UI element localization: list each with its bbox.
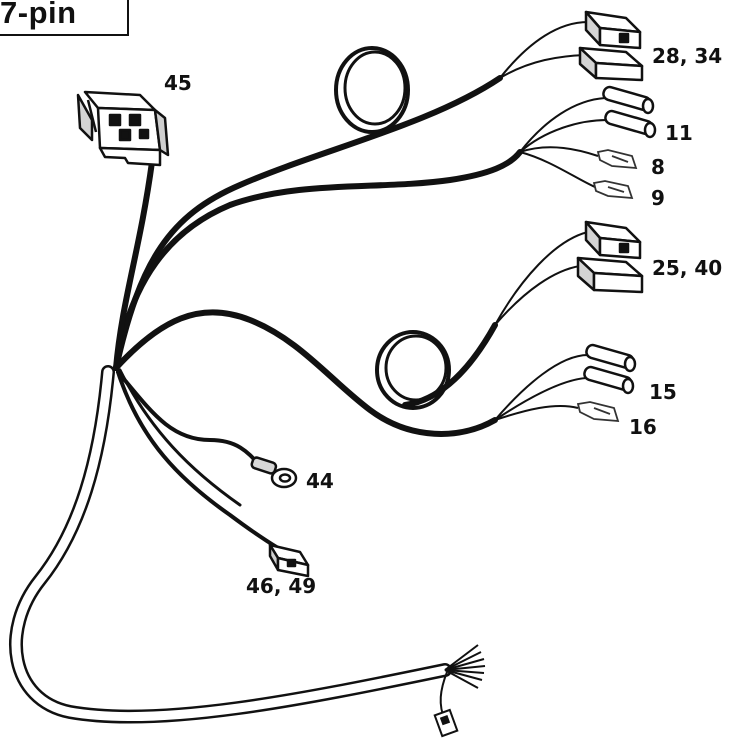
spade-terminal-8 (596, 149, 638, 170)
cable-end-plug (433, 708, 459, 738)
wire-branch-second (113, 149, 523, 371)
wire-coil-top (334, 46, 410, 134)
plug-46-49 (268, 543, 310, 578)
fuse-holders-15 (583, 343, 637, 395)
wire-to-plug (116, 370, 280, 550)
main-wires (113, 46, 523, 550)
title-box: 7-pin (0, 0, 129, 36)
label-9: 9 (651, 186, 665, 210)
label-46-49: 46, 49 (246, 574, 316, 598)
connector-25-40 (576, 220, 644, 294)
label-28-34: 28, 34 (652, 44, 722, 68)
wire-to-ring (116, 370, 264, 470)
sheathed-cable (9, 365, 452, 724)
wire-to-plug-2 (118, 368, 242, 507)
label-45: 45 (164, 71, 192, 95)
wire-branch-third (113, 309, 498, 437)
label-44: 44 (306, 469, 334, 493)
wire-to-relay (113, 159, 155, 371)
diagram-title: 7-pin (0, 0, 77, 30)
label-11: 11 (665, 121, 693, 145)
fuse-holders-11 (602, 85, 657, 139)
label-15: 15 (649, 380, 677, 404)
cable-end-wires (439, 644, 486, 721)
connector-28-34 (578, 10, 644, 82)
wire-branch-third-up (402, 322, 498, 408)
branch-leads (494, 21, 608, 421)
relay-socket (76, 90, 170, 167)
label-8: 8 (651, 155, 665, 179)
wire-coil-top-inner (343, 50, 407, 126)
ring-terminal-44 (250, 456, 298, 489)
wire-coil-bottom (375, 330, 451, 410)
label-25-40: 25, 40 (652, 256, 722, 280)
wire-coil-bottom-inner (384, 334, 448, 402)
spade-terminal-9 (592, 180, 634, 200)
label-16: 16 (629, 415, 657, 439)
spade-terminal-16 (576, 401, 620, 423)
